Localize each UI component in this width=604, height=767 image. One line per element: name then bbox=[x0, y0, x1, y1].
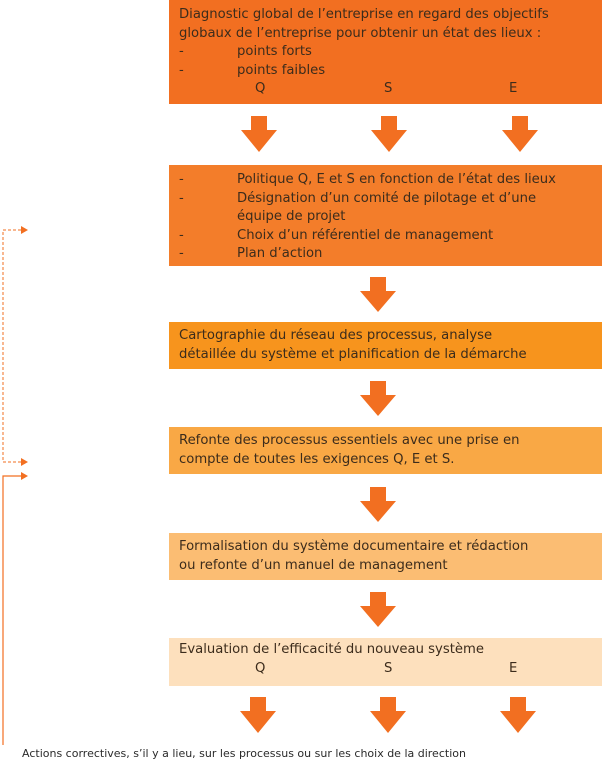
bullet-dash: - bbox=[179, 172, 184, 187]
bullet-continuation: équipe de projet bbox=[179, 208, 592, 227]
letter-s: S bbox=[384, 660, 393, 676]
bullet-text: Choix d’un référentiel de management bbox=[237, 227, 494, 243]
evaluation-box: Evaluation de l’efficacité du nouveau sy… bbox=[169, 638, 602, 686]
bullet-dash: - bbox=[179, 246, 184, 261]
bullet-dash: - bbox=[179, 227, 184, 243]
bullet-text: Politique Q, E et S en fonction de l’éta… bbox=[237, 172, 556, 187]
arrow-down-4 bbox=[360, 487, 396, 522]
arrow-down-2 bbox=[360, 277, 396, 312]
letter-q: Q bbox=[255, 660, 266, 676]
letter-q: Q bbox=[255, 81, 266, 96]
feedback-solid-arrowhead bbox=[21, 472, 28, 480]
mapping-box: Cartographie du réseau des processus, an… bbox=[169, 322, 602, 369]
arrow-down-6b bbox=[370, 697, 406, 733]
diagnostic-text-line: globaux de l’entreprise pour obtenir un … bbox=[179, 25, 542, 41]
documentation-text-line: Formalisation du système documentaire et… bbox=[179, 539, 529, 554]
arrow-down-5 bbox=[360, 592, 396, 627]
documentation-box: Formalisation du système documentaire et… bbox=[169, 533, 602, 580]
mapping-text-line: Cartographie du réseau des processus, an… bbox=[179, 328, 493, 343]
qse-row: Q S E bbox=[179, 660, 592, 678]
bullet-text: Plan d’action bbox=[237, 246, 323, 261]
bullet-item: - points faibles bbox=[179, 62, 592, 81]
mapping-text-line: détaillée du système et planification de… bbox=[179, 346, 527, 362]
feedback-dashed-line bbox=[2, 229, 21, 463]
bullet-text: points forts bbox=[237, 44, 312, 59]
diagnostic-box: Diagnostic global de l’entreprise en reg… bbox=[169, 0, 602, 104]
arrow-down-1c bbox=[502, 116, 538, 152]
arrow-down-3 bbox=[360, 381, 396, 416]
bullet-dash: - bbox=[179, 190, 184, 206]
policy-box: - Politique Q, E et S en fonction de l’ét… bbox=[169, 165, 602, 266]
letter-e: E bbox=[509, 81, 518, 96]
bullet-text: équipe de projet bbox=[237, 209, 346, 224]
qse-row: Q S E bbox=[179, 80, 592, 98]
bullet-text: points faibles bbox=[237, 62, 326, 78]
arrow-down-1a bbox=[241, 116, 277, 152]
feedback-solid-line bbox=[2, 475, 21, 745]
bullet-item: - points forts bbox=[179, 43, 592, 62]
evaluation-text-line: Evaluation de l’efficacité du nouveau sy… bbox=[179, 642, 484, 657]
bullet-item: - Politique Q, E et S en fonction de l’ét… bbox=[179, 171, 592, 190]
bullet-item: - Désignation d’un comité de pilotage et … bbox=[179, 190, 592, 209]
arrow-down-6a bbox=[240, 697, 276, 733]
bullet-item: - Plan d’action bbox=[179, 245, 592, 264]
feedback-dashed-arrowhead-2 bbox=[21, 458, 28, 466]
documentation-text-line: ou refonte d’un manuel de management bbox=[179, 557, 448, 573]
diagnostic-text-line: Diagnostic global de l’entreprise en reg… bbox=[179, 7, 549, 22]
feedback-caption: Actions correctives, s’il y a lieu, sur … bbox=[22, 747, 466, 760]
redesign-text-line: compte de toutes les exigences Q, E et S… bbox=[179, 451, 455, 467]
bullet-dash: - bbox=[179, 62, 184, 78]
arrow-down-6c bbox=[500, 697, 536, 733]
feedback-dashed-arrowhead bbox=[21, 226, 28, 234]
bullet-text: Désignation d’un comité de pilotage et d… bbox=[237, 190, 537, 206]
redesign-text-line: Refonte des processus essentiels avec un… bbox=[179, 433, 520, 448]
letter-s: S bbox=[384, 81, 393, 96]
arrow-down-1b bbox=[371, 116, 407, 152]
redesign-box: Refonte des processus essentiels avec un… bbox=[169, 427, 602, 474]
bullet-dash: - bbox=[179, 44, 184, 59]
letter-e: E bbox=[509, 660, 518, 676]
bullet-item: - Choix d’un référentiel de management bbox=[179, 227, 592, 246]
